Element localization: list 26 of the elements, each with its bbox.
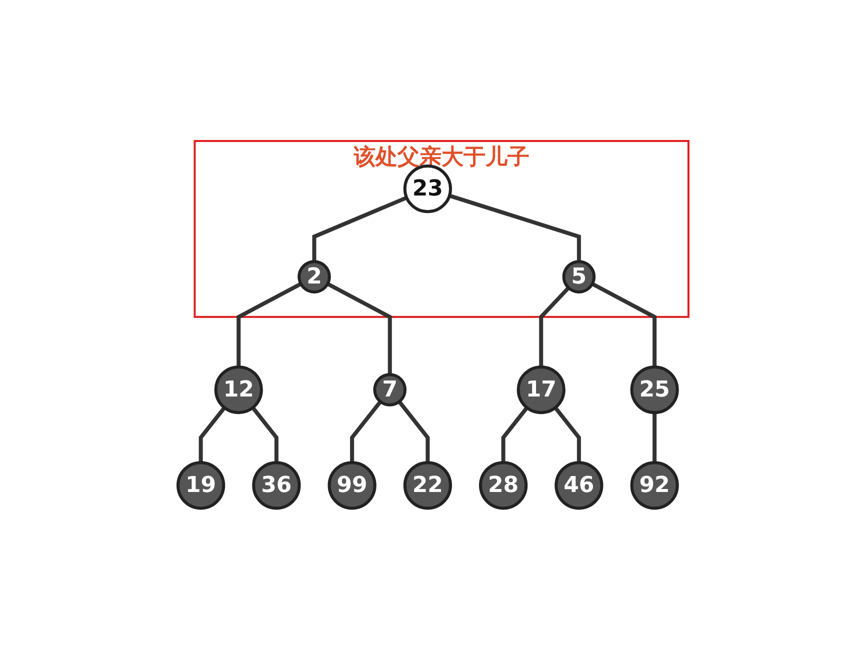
node-circle: 25 [630, 366, 680, 414]
connector [554, 406, 582, 463]
node-circle: 12 [214, 366, 264, 414]
node-circle: 5 [562, 260, 596, 294]
connector [398, 400, 430, 463]
node-circle: 19 [176, 461, 226, 510]
connector [326, 282, 392, 375]
node-circle: 7 [373, 374, 407, 407]
node-circle: 92 [630, 461, 680, 510]
connector [652, 412, 657, 463]
node-circle: 22 [404, 461, 452, 510]
connector [539, 286, 570, 368]
node-circle: 2 [298, 260, 332, 294]
node-circle: 17 [517, 366, 566, 414]
connector [199, 406, 226, 463]
connector [350, 400, 382, 463]
connector [449, 194, 582, 262]
connector [251, 406, 279, 463]
connector [236, 282, 302, 368]
connector [502, 406, 529, 463]
node-circle: 36 [252, 461, 302, 510]
node-circle: 46 [554, 461, 604, 510]
connector [312, 196, 408, 262]
connector [592, 282, 657, 368]
node-circle: 99 [328, 461, 377, 510]
node-circle: 28 [479, 461, 528, 510]
